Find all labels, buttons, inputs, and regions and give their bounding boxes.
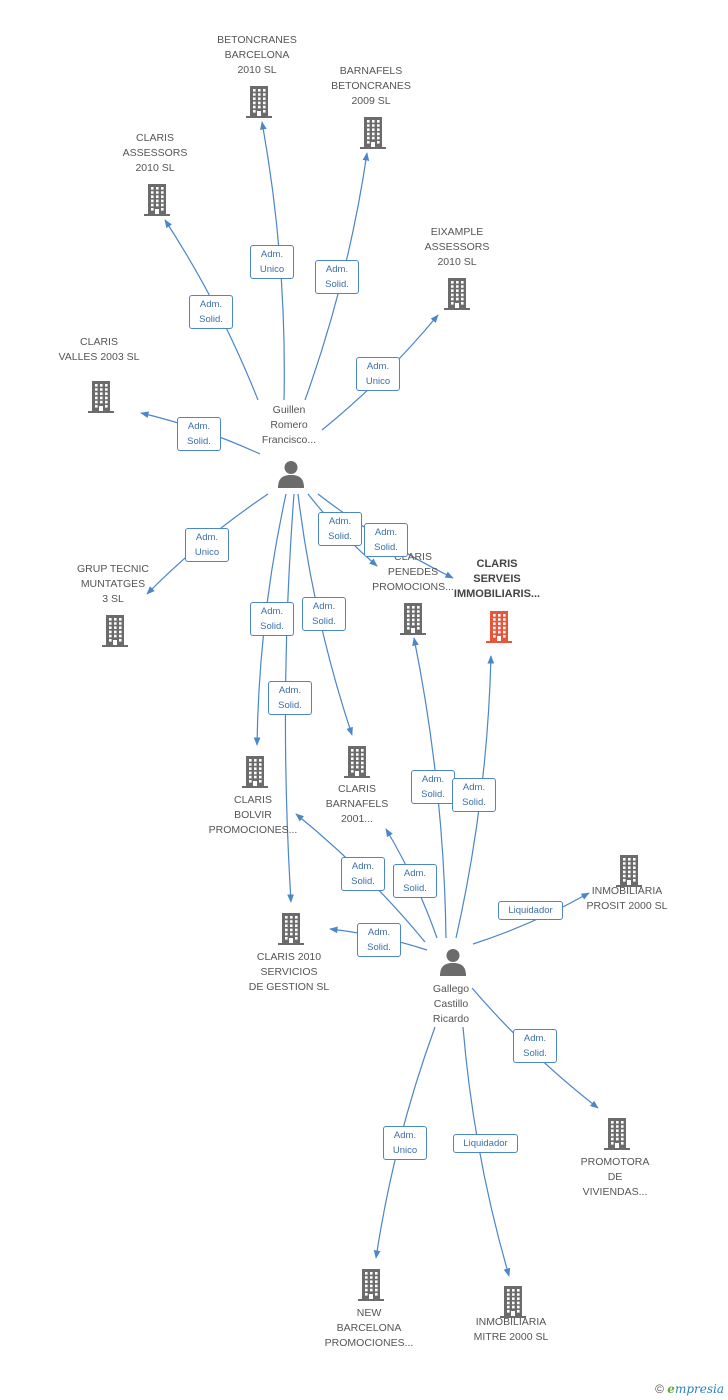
person-icon[interactable] — [276, 459, 306, 494]
edge-role-label[interactable]: Adm. Solid. — [250, 602, 294, 636]
building-icon[interactable] — [398, 602, 428, 641]
edge-role-label[interactable]: Liquidador — [453, 1134, 518, 1153]
node-label[interactable]: Guillen Romero Francisco... — [261, 404, 317, 446]
node-label[interactable]: CLARIS 2010 SERVICIOS DE GESTION SL — [248, 951, 330, 993]
building-icon[interactable] — [358, 116, 388, 155]
edge-role-label[interactable]: Adm. Solid. — [513, 1029, 557, 1063]
node-label[interactable]: GRUP TECNIC MUNTATGES 3 SL — [77, 563, 149, 605]
building-icon[interactable] — [614, 854, 644, 893]
node-label[interactable]: BARNAFELS BETONCRANES 2009 SL — [331, 65, 411, 107]
edge-gallego-to-inmob-prosit — [472, 892, 590, 945]
edge-role-label[interactable]: Adm. Solid. — [452, 778, 496, 812]
edge-role-label[interactable]: Adm. Solid. — [357, 923, 401, 957]
edge-role-label[interactable]: Adm. Solid. — [341, 857, 385, 891]
edge-role-label[interactable]: Liquidador — [498, 901, 563, 920]
edge-role-label[interactable]: Adm. Unico — [356, 357, 400, 391]
building-icon[interactable] — [602, 1117, 632, 1156]
building-icon[interactable] — [498, 1285, 528, 1324]
node-label[interactable]: CLARIS SERVEIS IMMOBILIARIS... — [453, 558, 541, 600]
node-label[interactable]: NEW BARCELONA PROMOCIONES... — [324, 1307, 414, 1349]
building-icon[interactable] — [100, 614, 130, 653]
edge-role-label[interactable]: Adm. Solid. — [393, 864, 437, 898]
node-label[interactable]: Gallego Castillo Ricardo — [432, 983, 470, 1025]
edge-role-label[interactable]: Adm. Solid. — [302, 597, 346, 631]
node-label[interactable]: CLARIS BARNAFELS 2001... — [325, 783, 389, 825]
edge-role-label[interactable]: Adm. Solid. — [411, 770, 455, 804]
edge-role-label[interactable]: Adm. Solid. — [189, 295, 233, 329]
node-label[interactable]: INMOBILIARIA MITRE 2000 SL — [473, 1316, 549, 1343]
edge-role-label[interactable]: Adm. Solid. — [364, 523, 408, 557]
edge-role-label[interactable]: Adm. Unico — [250, 245, 294, 279]
node-label[interactable]: BETONCRANES BARCELONA 2010 SL — [217, 34, 297, 76]
edge-role-label[interactable]: Adm. Solid. — [318, 512, 362, 546]
edge-role-label[interactable]: Adm. Solid. — [315, 260, 359, 294]
building-icon[interactable] — [484, 610, 514, 649]
building-icon[interactable] — [86, 380, 116, 419]
empresia-logo[interactable]: empresia — [667, 1382, 724, 1396]
building-icon[interactable] — [342, 745, 372, 784]
building-icon[interactable] — [442, 277, 472, 316]
building-icon[interactable] — [240, 755, 270, 794]
building-icon[interactable] — [244, 85, 274, 124]
person-icon[interactable] — [438, 947, 468, 982]
building-icon[interactable] — [142, 183, 172, 222]
copyright-mark: © empresia — [655, 1382, 724, 1396]
node-label[interactable]: CLARIS BOLVIR PROMOCIONES... — [208, 794, 298, 836]
node-label[interactable]: CLARIS VALLES 2003 SL — [58, 336, 140, 363]
copyright-symbol: © — [655, 1382, 664, 1396]
node-label[interactable]: INMOBILIARIA PROSIT 2000 SL — [586, 885, 668, 912]
node-label[interactable]: PROMOTORA DE VIVIENDAS... — [580, 1156, 650, 1198]
node-label[interactable]: CLARIS ASSESSORS 2010 SL — [122, 132, 188, 174]
edge-role-label[interactable]: Adm. Unico — [185, 528, 229, 562]
edge-role-label[interactable]: Adm. Solid. — [268, 681, 312, 715]
node-label[interactable]: EIXAMPLE ASSESSORS 2010 SL — [424, 226, 490, 268]
edge-role-label[interactable]: Adm. Solid. — [177, 417, 221, 451]
building-icon[interactable] — [276, 912, 306, 951]
building-icon[interactable] — [356, 1268, 386, 1307]
edge-role-label[interactable]: Adm. Unico — [383, 1126, 427, 1160]
